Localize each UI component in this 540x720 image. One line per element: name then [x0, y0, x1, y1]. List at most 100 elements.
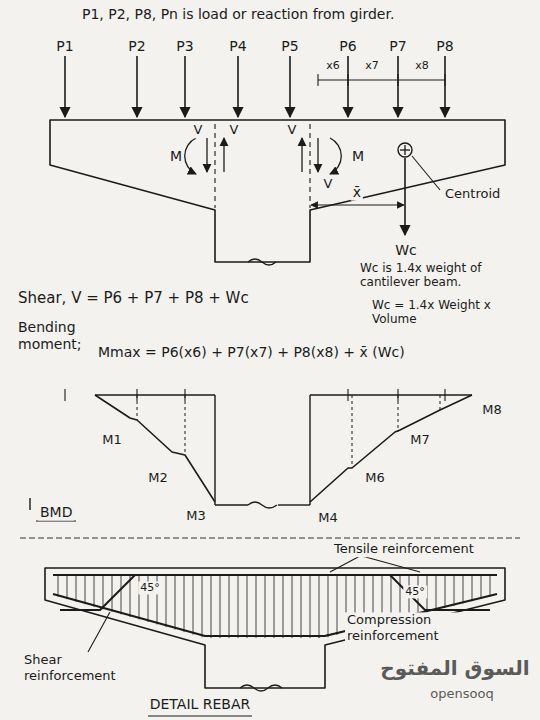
stirrup: [184, 575, 185, 632]
shear-arrow: [301, 138, 302, 172]
load-arrow: [347, 56, 349, 117]
shear-label: V: [192, 122, 205, 138]
stirrup: [454, 575, 455, 606]
centroid-symbol: [398, 143, 412, 157]
stirrup: [310, 575, 311, 638]
load-label: P4: [227, 38, 248, 55]
dimension-tick: [317, 74, 318, 86]
load-label: Wc: [393, 242, 419, 259]
load-tick: [184, 389, 185, 401]
moment-arrow: [330, 138, 341, 174]
stirrup: [265, 575, 266, 638]
shear-label: V: [228, 122, 241, 138]
load-arrow: [64, 56, 66, 117]
moment-value: M4: [316, 510, 340, 526]
shear-label: V: [286, 122, 299, 138]
load-arrow: [136, 56, 138, 117]
stirrup: [337, 575, 338, 635]
moment-label: M: [350, 148, 366, 165]
moment-label: M: [168, 148, 184, 165]
stirrup: [319, 575, 320, 638]
dimension-label: x6: [324, 59, 342, 72]
separator-line: [20, 538, 520, 539]
load-tick: [64, 389, 65, 401]
leader-line: [330, 556, 360, 572]
dimension-tick: [347, 74, 348, 86]
shear-arrow: [317, 138, 318, 172]
dimension-tick: [444, 74, 445, 86]
load-label: P1: [54, 38, 75, 55]
stirrup: [202, 575, 203, 637]
section-heading: BMD: [38, 504, 74, 521]
moment-arrow: [185, 138, 196, 174]
tensile-bar: [53, 574, 497, 576]
stirrup: [94, 575, 95, 607]
section-heading: DETAIL REBAR: [148, 696, 253, 713]
column-break: [248, 259, 276, 265]
load-label: P5: [279, 38, 300, 55]
stirrup: [481, 575, 482, 599]
shear-arrow: [223, 138, 224, 172]
column-break: [240, 685, 282, 691]
load-label: P8: [434, 38, 455, 55]
section-line: [214, 124, 215, 208]
centroid-label: Centroid: [443, 186, 502, 202]
dimension-line: [311, 204, 404, 205]
shear-arrow: [206, 138, 207, 172]
stirrup: [175, 575, 176, 630]
load-label: P7: [387, 38, 408, 55]
leader-line: [318, 632, 342, 637]
bmd-ordinate: [440, 395, 441, 410]
note: P1, P2, P8, Pn is load or reaction from …: [80, 6, 396, 23]
stirrup: [121, 575, 122, 614]
load-tick: [397, 389, 398, 401]
moment-value: M1: [100, 432, 124, 448]
bent-bar: [390, 575, 490, 610]
bmd-curve: [95, 395, 215, 502]
dimension-label: x7: [363, 59, 381, 72]
load-arrow: [444, 56, 446, 117]
note: Wc is 1.4x weight of cantilever beam.: [358, 261, 532, 290]
note: Wc = 1.4x Weight x Volume: [370, 298, 524, 327]
stirrup: [274, 575, 275, 638]
stirrup: [58, 575, 59, 597]
stirrup: [256, 575, 257, 638]
load-arrow: [184, 56, 186, 117]
formula: Mmax = P6(x6) + P7(x7) + P8(x8) + x̄ (Wc…: [96, 344, 407, 361]
callout-label: Compression reinforcement: [345, 612, 529, 643]
bmd-line: [215, 504, 248, 505]
stirrup: [193, 575, 194, 635]
bullet-mark: [29, 498, 30, 510]
load-arrow: [289, 56, 291, 117]
dimension-label: x̄: [351, 184, 363, 201]
stirrup: [463, 575, 464, 604]
formula: Shear, V = P6 + P7 + P8 + Wc: [16, 289, 251, 307]
load-tick: [347, 389, 348, 401]
moment-value: M6: [363, 470, 387, 486]
stirrup: [103, 575, 104, 609]
stirrup: [445, 575, 446, 608]
stirrup: [76, 575, 77, 602]
dimension-tick: [397, 74, 398, 86]
weight-arrow: [404, 158, 406, 235]
underline: [148, 715, 252, 716]
moment-value: M7: [408, 432, 432, 448]
moment-value: M2: [146, 470, 170, 486]
stirrup: [166, 575, 167, 627]
load-label: P6: [337, 38, 358, 55]
bmd-curve: [310, 395, 472, 502]
load-label: P3: [174, 38, 195, 55]
callout-label: Shear reinforcement: [22, 652, 112, 683]
section-line: [309, 124, 310, 208]
stirrup: [112, 575, 113, 612]
stirrup: [328, 575, 329, 637]
centroid-cross: [404, 145, 405, 155]
stirrup: [301, 575, 302, 638]
bmd-baseline: [95, 394, 215, 395]
stirrup: [238, 575, 239, 638]
load-tick: [444, 389, 445, 401]
pier-cap-outline: [50, 120, 505, 262]
load-arrow: [397, 56, 399, 117]
watermark: السوق المفتوح: [378, 656, 531, 680]
stirrup: [247, 575, 248, 638]
